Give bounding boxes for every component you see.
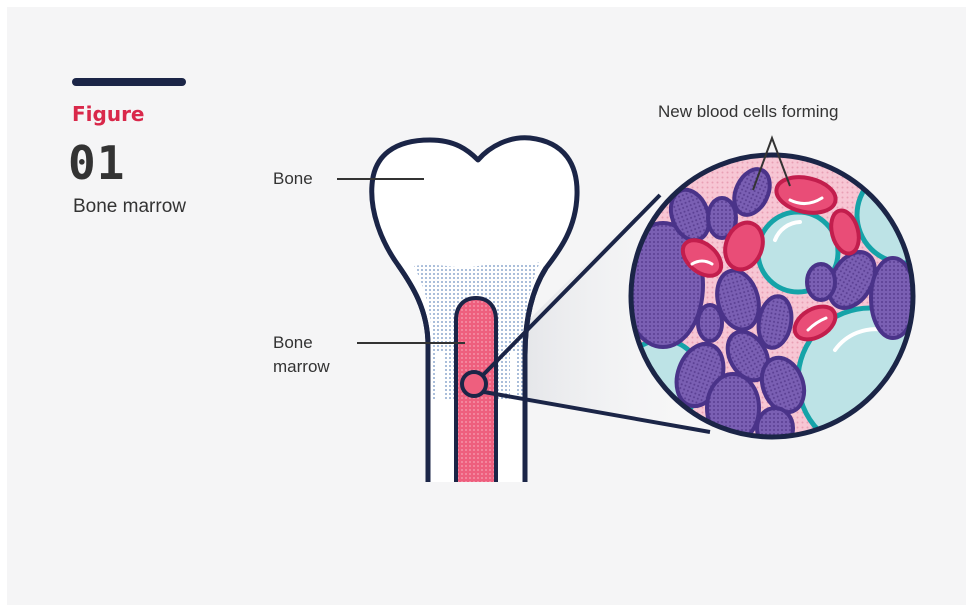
bone-label: Bone [273,168,313,190]
marrow-label-line2: marrow [273,356,330,378]
cells-label: New blood cells forming [658,101,838,123]
marrow-label-line1: Bone [273,332,313,354]
marrow-sample-circle [462,372,486,396]
